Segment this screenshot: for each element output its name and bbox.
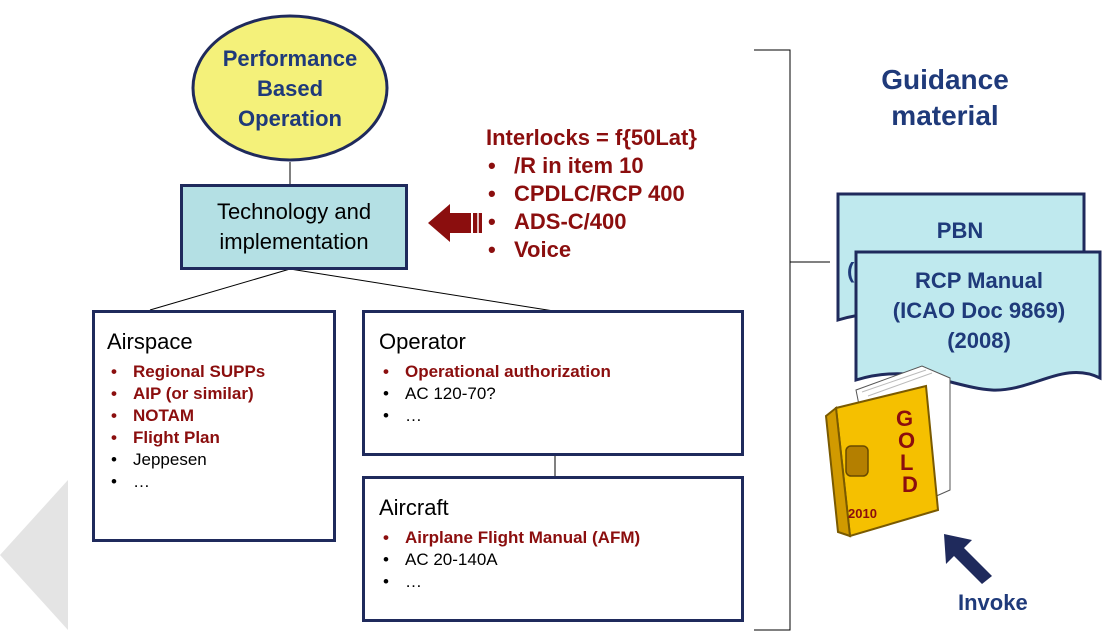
aircraft-item: Airplane Flight Manual (AFM)	[379, 527, 741, 549]
interlock-item: ADS-C/400	[486, 208, 786, 236]
gold-letter: O	[898, 428, 916, 453]
technology-label: Technology and implementation	[216, 199, 372, 254]
pbo-ellipse	[191, 14, 389, 162]
left-arrow-icon	[428, 204, 482, 242]
airspace-item: AIP (or similar)	[107, 383, 333, 405]
pbn-label-partial: (	[847, 258, 855, 283]
operator-item: AC 120-70?	[379, 383, 741, 405]
line-tech-operator	[289, 268, 561, 313]
rcp-document-icon	[854, 250, 1102, 392]
airspace-title: Airspace	[107, 329, 193, 354]
invoke-arrow-icon	[944, 534, 992, 584]
aircraft-box: Aircraft Airplane Flight Manual (AFM) AC…	[362, 476, 744, 622]
interlocks-title: Interlocks = f{50Lat}	[486, 125, 697, 150]
guidance-bracket	[754, 49, 791, 631]
line-tech-airspace	[149, 268, 291, 311]
watermark-triangle	[0, 480, 68, 630]
gold-letter: L	[900, 450, 914, 475]
interlock-item: Voice	[486, 236, 786, 264]
invoke-label: Invoke	[958, 590, 1028, 615]
interlock-item: CPDLC/RCP 400	[486, 180, 786, 208]
guidance-title: Guidance material	[881, 64, 1009, 131]
operator-title: Operator	[379, 329, 466, 354]
rcp-line3: (2008)	[947, 328, 1011, 353]
operator-item: …	[379, 405, 741, 427]
gold-year: 2010	[848, 506, 877, 521]
airspace-item: Flight Plan	[107, 427, 333, 449]
aircraft-item: AC 20-140A	[379, 549, 741, 571]
interlocks-block: Interlocks = f{50Lat} /R in item 10 CPDL…	[486, 124, 786, 264]
rcp-line2: (ICAO Doc 9869)	[892, 298, 1066, 323]
pbn-label: PBN	[936, 218, 984, 243]
rcp-label: RCP Manual (ICAO Doc 9869) (2008)	[856, 266, 1102, 356]
rcp-line1: RCP Manual	[915, 268, 1043, 293]
operator-item: Operational authorization	[379, 361, 741, 383]
gold-book-icon	[824, 365, 951, 538]
airspace-item: Regional SUPPs	[107, 361, 333, 383]
gold-letter: D	[902, 472, 918, 497]
operator-box: Operator Operational authorization AC 12…	[362, 310, 744, 456]
airspace-item: Jeppesen	[107, 449, 333, 471]
interlock-item: /R in item 10	[486, 152, 786, 180]
gold-letter: G	[896, 406, 914, 431]
aircraft-item: …	[379, 571, 741, 593]
gold-letters: G O L D	[896, 408, 926, 496]
technology-box: Technology and implementation	[180, 184, 408, 270]
airspace-item: NOTAM	[107, 405, 333, 427]
airspace-item: …	[107, 471, 333, 493]
pbo-label: Performance Based Operation	[222, 46, 358, 131]
aircraft-title: Aircraft	[379, 495, 449, 520]
airspace-box: Airspace Regional SUPPs AIP (or similar)…	[92, 310, 336, 542]
